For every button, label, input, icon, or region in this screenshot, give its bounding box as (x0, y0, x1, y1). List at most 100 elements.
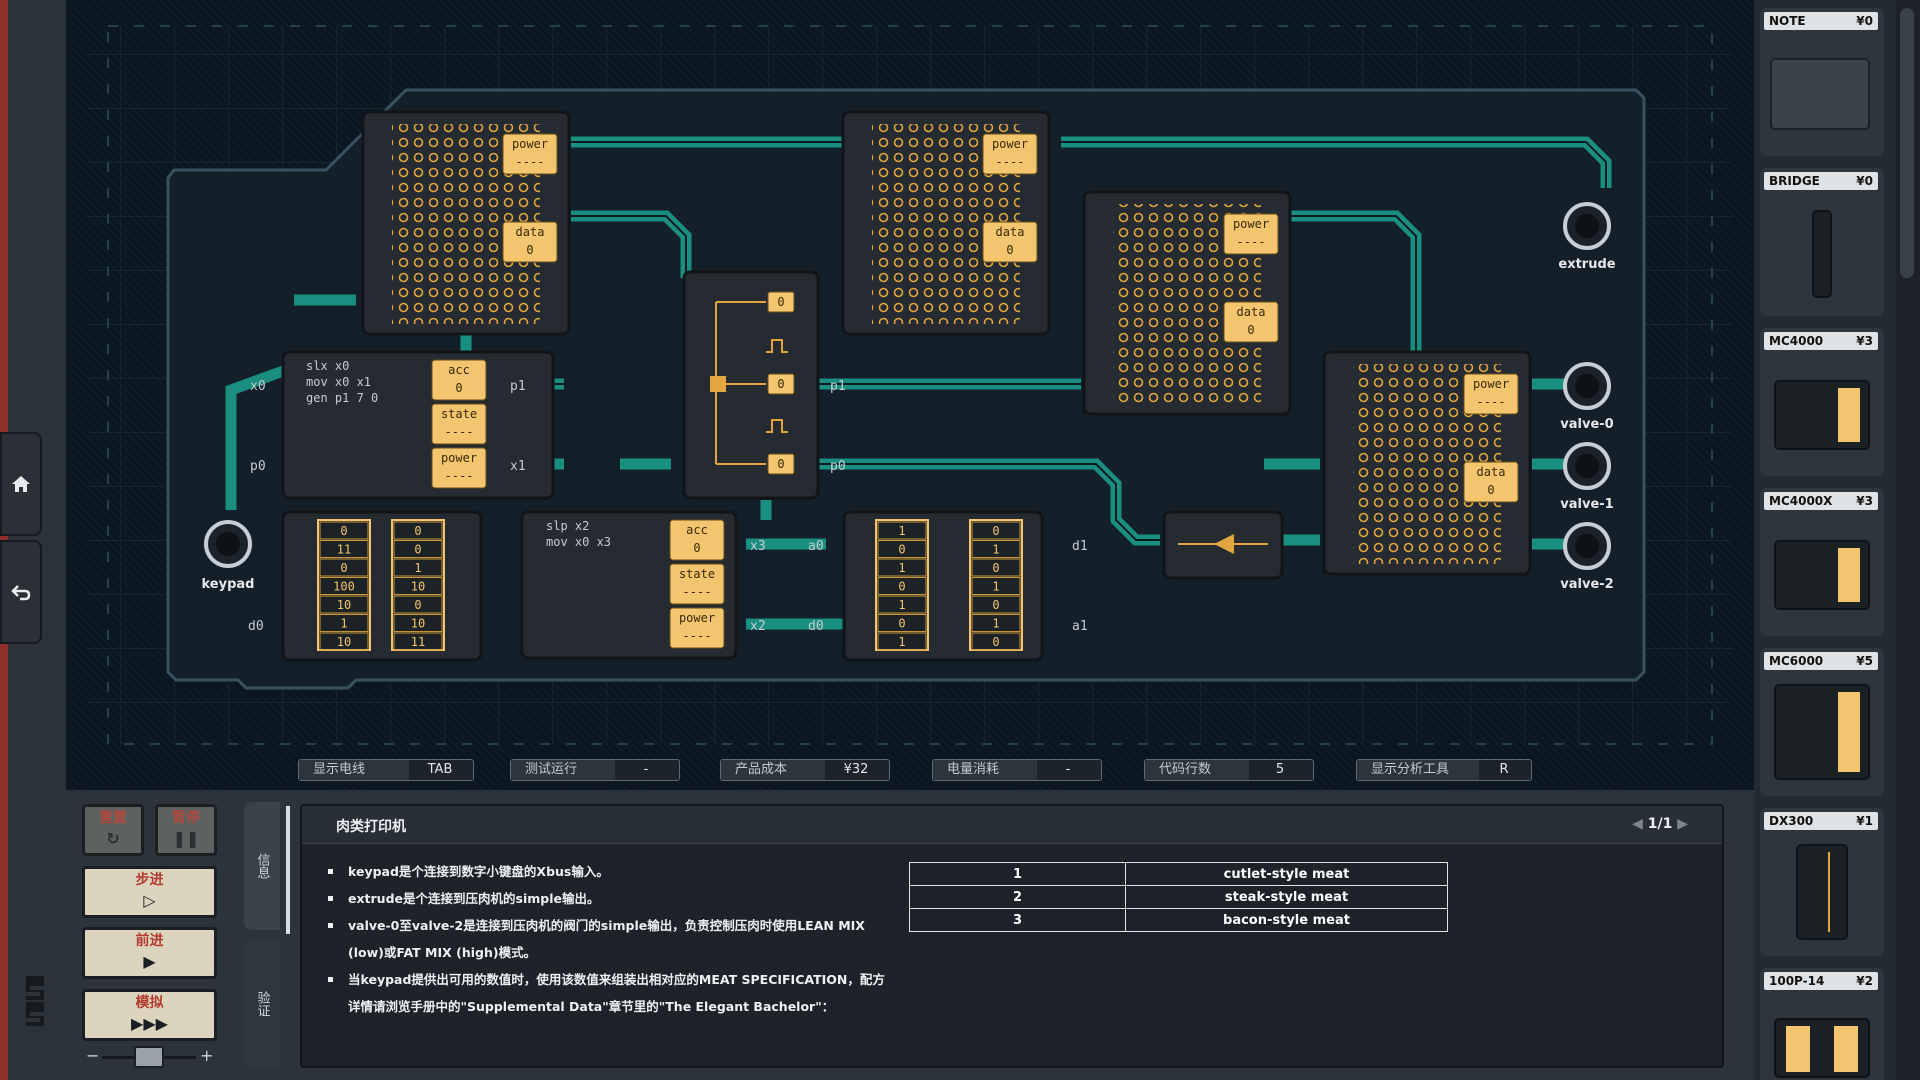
memory-cell-value: 0 (414, 524, 421, 538)
svg-text:valve-2: valve-2 (1560, 577, 1613, 592)
diode-chip[interactable] (1162, 510, 1284, 580)
speed-slider[interactable]: − + (82, 1046, 217, 1068)
svg-text:valve-0: valve-0 (1560, 417, 1613, 432)
svg-text:p0: p0 (250, 459, 266, 474)
svg-text:state: state (441, 407, 477, 421)
memory-cell-value: 100 (333, 580, 355, 594)
svg-text:----: ---- (516, 155, 545, 169)
svg-text:mov x0 x1: mov x0 x1 (306, 375, 371, 389)
memory-cell (319, 595, 369, 614)
memory-cell (319, 558, 369, 577)
svg-text:x2: x2 (750, 619, 766, 634)
simulate-button[interactable]: 模拟▶▶▶ (82, 989, 217, 1041)
io-valve-0[interactable]: valve-0 (1560, 362, 1614, 432)
svg-text:----: ---- (1237, 235, 1266, 249)
palette-scroll-thumb[interactable] (1900, 8, 1914, 278)
prev-page-icon[interactable]: ◀ (1632, 816, 1648, 832)
memory-cell-value: 10 (411, 580, 425, 594)
memory-cell (971, 614, 1021, 632)
memory-cell (877, 558, 927, 577)
svg-text:acc: acc (448, 363, 470, 377)
info-bullets: keypad是个连接到数字小键盘的Xbus输入。 extrude是个连接到压肉机… (328, 858, 888, 1020)
memory-cell (319, 540, 369, 558)
svg-text:d0: d0 (248, 619, 264, 634)
svg-text:p1: p1 (830, 379, 846, 394)
mc6000-icon (1774, 684, 1870, 780)
memory-cell-value: 0 (898, 617, 905, 631)
svg-text:x0: x0 (250, 379, 266, 394)
svg-text:power: power (992, 137, 1028, 151)
tab-verify[interactable]: 验证 (244, 940, 280, 1068)
list-item: extrude是个连接到压肉机的simple输出。 (328, 885, 888, 912)
memory-cell-value: 0 (414, 543, 421, 557)
io-keypad[interactable]: keypad (202, 520, 255, 592)
io-valve-2[interactable]: valve-2 (1560, 522, 1614, 592)
memory-cell (877, 632, 927, 651)
dx300-icon (1796, 844, 1848, 940)
memory-cell (877, 595, 927, 614)
memory-cell (393, 540, 443, 558)
svg-text:0: 0 (777, 295, 784, 309)
io-extrude[interactable]: extrude (1558, 202, 1616, 272)
memory-cell-value: 11 (337, 543, 351, 557)
memory-cell-value: 0 (340, 524, 347, 538)
memory-cell (971, 540, 1021, 558)
svg-text:keypad: keypad (202, 577, 255, 592)
dx300-chip[interactable]: 0 0 0 p1 p0 (682, 270, 846, 500)
undo-button[interactable] (0, 540, 42, 644)
memory-cell (319, 577, 369, 595)
svg-text:0: 0 (1247, 323, 1254, 337)
home-icon (12, 476, 30, 492)
speed-slider-handle[interactable] (134, 1046, 164, 1068)
memory-cell (971, 577, 1021, 595)
stat-test-run: 测试运行- (510, 759, 680, 781)
memory-cell (319, 521, 369, 540)
next-page-icon[interactable]: ▶ (1672, 816, 1688, 832)
advance-button[interactable]: 前进▶ (82, 927, 217, 979)
reset-icon: ↻ (106, 829, 120, 848)
svg-text:0: 0 (1006, 243, 1013, 257)
svg-text:power: power (679, 611, 715, 625)
memory-cell-value: 0 (340, 561, 347, 575)
io-valve-1[interactable]: valve-1 (1560, 442, 1614, 512)
reset-button[interactable]: 重置↻ (82, 804, 144, 856)
svg-text:data: data (1237, 305, 1266, 319)
memory-cell (393, 558, 443, 577)
pause-button[interactable]: 暂停❚❚ (155, 804, 217, 856)
tab-info[interactable]: 信息 (244, 802, 280, 930)
home-button[interactable] (0, 432, 42, 536)
memory-cell-value: 0 (992, 561, 999, 575)
memory-cell (393, 521, 443, 540)
svg-text:----: ---- (683, 629, 712, 643)
mc4000x-icon (1774, 540, 1870, 610)
info-header: 肉类打印机 ◀ 1/1 ▶ (302, 806, 1722, 844)
svg-text:----: ---- (996, 155, 1025, 169)
memory-cell (971, 632, 1021, 651)
step-button[interactable]: 步进▷ (82, 866, 217, 918)
simulate-icon: ▶▶▶ (131, 1014, 168, 1033)
svg-text:power: power (512, 137, 548, 151)
svg-text:state: state (679, 567, 715, 581)
puzzle-title: 肉类打印机 (336, 819, 406, 835)
